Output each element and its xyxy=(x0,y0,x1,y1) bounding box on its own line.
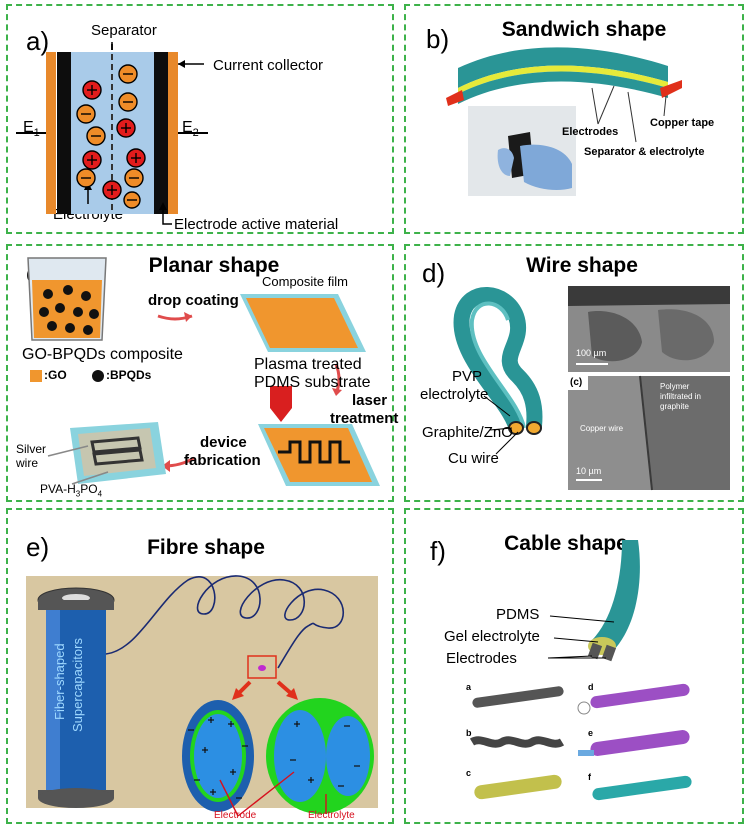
panel-d-label: d) xyxy=(422,258,446,288)
active-material-label: Electrode active material xyxy=(174,216,339,233)
sem-image-1: 100 µm xyxy=(568,286,730,372)
polymer-label-1: Polymer xyxy=(660,382,690,391)
step-b: b xyxy=(466,728,472,738)
copper-wire-label: Copper wire xyxy=(580,424,624,433)
e2-text: E xyxy=(182,119,193,136)
inset-c-label: (c) xyxy=(570,377,583,388)
polymer-label-2: infiltrated in xyxy=(660,392,701,401)
panel-b: b) Sandwich shape Copper tape Electrodes… xyxy=(404,4,744,234)
fibre-device xyxy=(37,575,374,817)
pva-sub1: 3 xyxy=(75,489,81,499)
drop-coating-label: drop coating xyxy=(148,292,239,309)
panel-e: e) Fibre shape xyxy=(6,508,394,824)
electrodes-label: Electrodes xyxy=(562,126,619,138)
panel-a-label: a) xyxy=(26,26,50,56)
polymer-label-3: graphite xyxy=(660,402,689,411)
e1-text: E xyxy=(23,119,34,136)
panel-f-title: Cable shape xyxy=(504,532,628,555)
sandwich-device xyxy=(446,47,682,143)
plasma-label-1: Plasma treated xyxy=(254,356,362,373)
pva-text: PVA-H xyxy=(40,482,76,496)
electrodes-label-f: Electrodes xyxy=(446,650,517,667)
go-bpqds-label: GO-BPQDs composite xyxy=(22,346,183,363)
panel-f-label: f) xyxy=(430,536,446,566)
panel-c-title: Planar shape xyxy=(148,254,280,277)
spool-label-1: Fiber-shaped xyxy=(52,643,67,720)
panel-d-title: Wire shape xyxy=(526,254,638,277)
spool-label-2: Supercapacitors xyxy=(70,638,85,732)
panel-b-label: b) xyxy=(426,24,450,54)
laser-label-2: treatment xyxy=(330,410,399,427)
panel-b-title: Sandwich shape xyxy=(501,18,667,41)
panel-a: a) Separator Current collector E1 E2 Ele… xyxy=(6,4,394,234)
cu-wire-label: Cu wire xyxy=(448,450,499,467)
graphite-label: Graphite/ZnO xyxy=(422,424,513,441)
scale-bar-1: 100 µm xyxy=(576,348,607,358)
panel-e-title: Fibre shape xyxy=(147,536,265,559)
ions xyxy=(76,64,146,209)
silver-label-1: Silver xyxy=(16,442,47,456)
cell-schematic xyxy=(16,42,208,225)
wire-device xyxy=(453,287,543,455)
planar-process xyxy=(27,257,380,486)
separator-label: Separator xyxy=(91,22,157,39)
legend-bpqds-label: :BPQDs xyxy=(106,368,152,382)
pdms-label: PDMS xyxy=(496,606,540,623)
step-e: e xyxy=(588,728,594,738)
plasma-label-2: PDMS substrate xyxy=(254,374,371,391)
device-label-2: fabrication xyxy=(184,452,261,469)
separator-electrolyte-label: Separator & electrolyte xyxy=(584,146,705,158)
scale-bar-2: 10 µm xyxy=(576,466,602,476)
pva-mid: PO xyxy=(80,482,98,496)
cable-device xyxy=(469,540,692,801)
panel-e-label: e) xyxy=(26,532,50,562)
silver-label-2: wire xyxy=(16,456,39,470)
laser-label-1: laser xyxy=(352,392,388,409)
sem-image-2: (c) Copper wire Polymer infiltrated in g… xyxy=(568,375,730,491)
electrode-label: Electrode xyxy=(214,810,257,821)
legend-go-label: :GO xyxy=(44,368,67,382)
panel-c: c) Planar shape Composite film drop coat… xyxy=(6,244,398,502)
step-f: f xyxy=(588,772,591,782)
step-d: d xyxy=(588,682,594,692)
copper-tape-label: Copper tape xyxy=(650,117,715,129)
pva-sub2: 4 xyxy=(97,489,103,499)
panel-f: f) Cable shape PDMS Gel electrolyte Elec… xyxy=(404,508,744,824)
device-label-1: device xyxy=(200,434,247,451)
step-c: c xyxy=(466,768,472,778)
gel-label: Gel electrolyte xyxy=(444,628,540,645)
step-a: a xyxy=(466,682,472,692)
pvp-label-2: electrolyte xyxy=(420,386,489,403)
electrolyte-label-e: Electrolyte xyxy=(308,810,355,821)
composite-film-label: Composite film xyxy=(262,274,348,289)
pva-label: PVA-H3PO4 xyxy=(40,482,102,498)
device-photo xyxy=(468,106,576,196)
pvp-label-1: PVP xyxy=(452,368,483,385)
panel-d: d) Wire shape PVP electrolyte Graphite/Z… xyxy=(404,244,744,502)
current-collector-label: Current collector xyxy=(213,57,324,74)
